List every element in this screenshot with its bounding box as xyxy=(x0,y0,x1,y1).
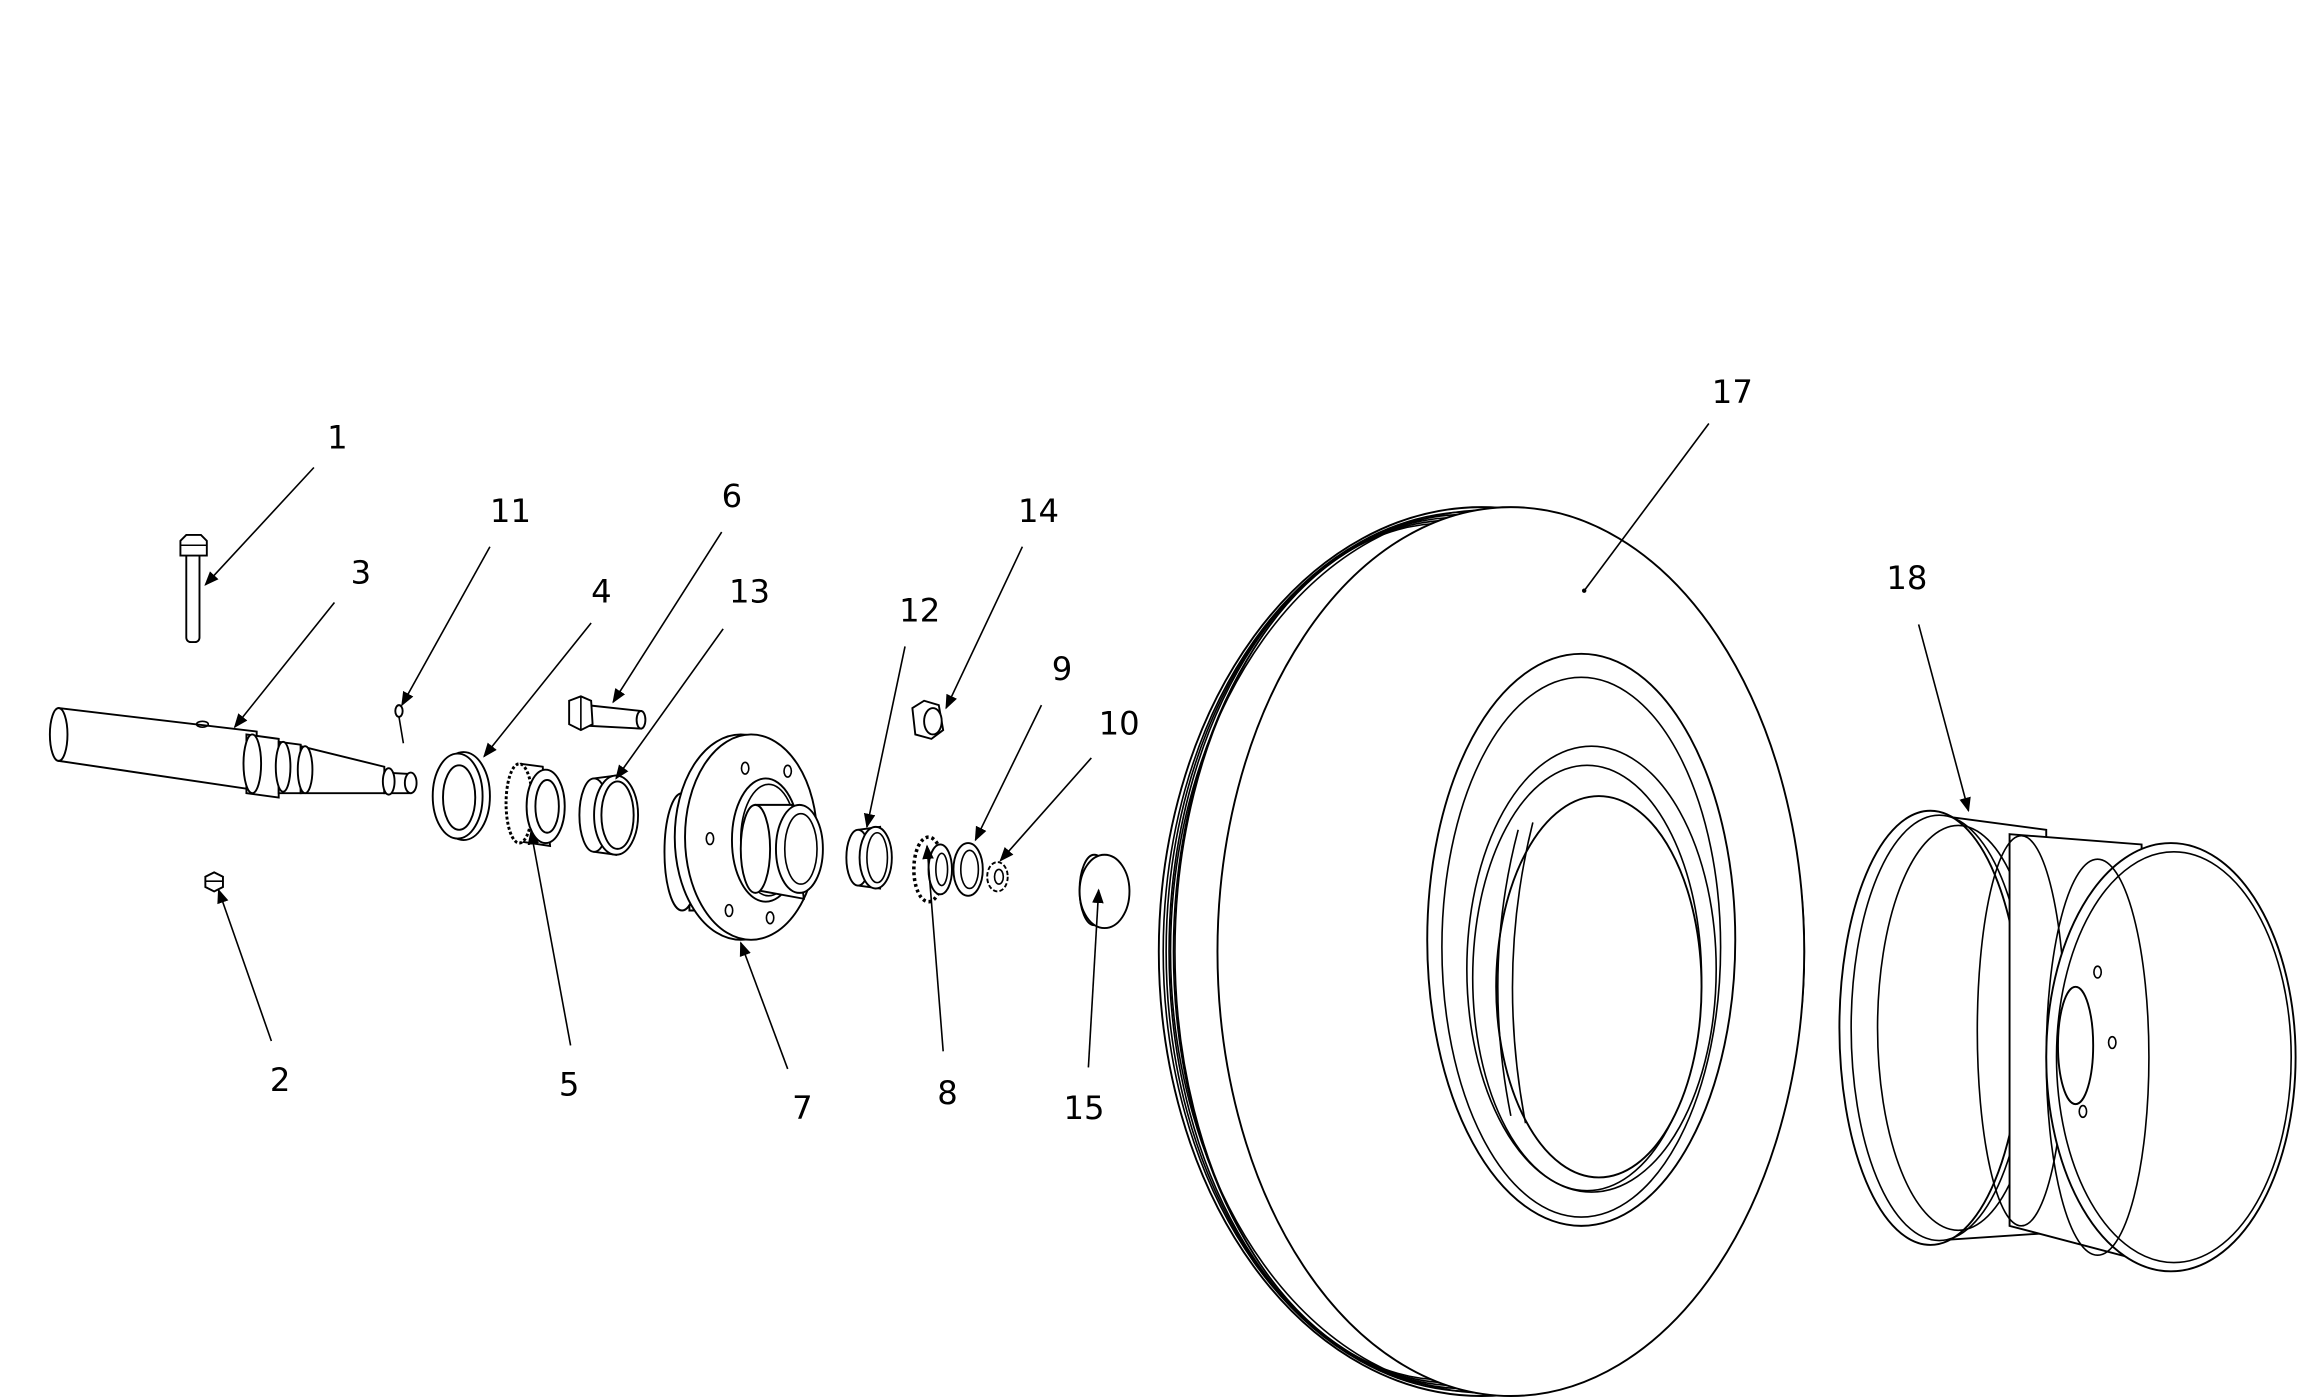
leader-5 xyxy=(527,829,572,1046)
leader-11 xyxy=(401,546,491,707)
callout-1: 1 xyxy=(327,418,348,456)
callout-18: 18 xyxy=(1886,559,1927,597)
part-11-cotter-pin xyxy=(394,704,405,744)
part-17-tire xyxy=(1157,506,1806,1397)
callout-10: 10 xyxy=(1099,704,1140,742)
part-4-seal xyxy=(431,751,491,842)
leader-13 xyxy=(615,628,724,780)
leader-18 xyxy=(1917,624,1971,813)
callout-labels: 1 2 3 4 5 6 7 8 9 10 11 12 13 14 15 17 1… xyxy=(270,373,1928,1127)
callout-3: 3 xyxy=(351,553,372,591)
callout-15: 15 xyxy=(1063,1089,1104,1127)
leader-10 xyxy=(999,757,1092,862)
part-3-spindle xyxy=(48,706,418,799)
leader-6 xyxy=(612,531,723,704)
callout-11: 11 xyxy=(490,492,531,530)
leader-9 xyxy=(974,704,1043,842)
callout-14: 14 xyxy=(1018,492,1059,530)
callout-17: 17 xyxy=(1712,373,1753,411)
part-8-bearing xyxy=(912,835,953,904)
part-7-hub xyxy=(663,733,824,941)
leader-3 xyxy=(233,601,336,729)
callout-13: 13 xyxy=(729,572,770,610)
callout-7: 7 xyxy=(792,1089,813,1127)
callout-6: 6 xyxy=(722,477,743,515)
leader-2 xyxy=(217,888,273,1042)
part-9-washer xyxy=(952,842,984,897)
part-12-race xyxy=(845,825,893,890)
part-13-race xyxy=(578,774,640,856)
callout-8: 8 xyxy=(937,1074,958,1112)
leader-4 xyxy=(483,622,592,758)
callout-9: 9 xyxy=(1052,650,1073,688)
leader-12 xyxy=(863,646,906,829)
part-10-castle-nut xyxy=(986,861,1009,893)
leader-17 xyxy=(1583,423,1710,592)
callout-5: 5 xyxy=(559,1065,580,1103)
part-15-dust-cap xyxy=(1078,853,1131,930)
leader-7 xyxy=(739,941,789,1070)
callout-12: 12 xyxy=(899,592,940,630)
leader-15 xyxy=(1087,888,1104,1068)
callout-4: 4 xyxy=(591,572,612,610)
callout-2: 2 xyxy=(270,1061,291,1099)
part-1-bolt xyxy=(179,534,208,644)
leader-1 xyxy=(204,466,315,586)
leader-14 xyxy=(945,546,1024,710)
leader-lines xyxy=(204,423,1971,1070)
part-18-wheel-rim xyxy=(1838,809,2297,1273)
part-2-nut xyxy=(204,871,224,893)
part-5-bearing xyxy=(504,762,566,848)
part-6-bolt xyxy=(568,695,647,732)
part-14-nut xyxy=(911,699,945,740)
leader-8 xyxy=(922,844,944,1052)
